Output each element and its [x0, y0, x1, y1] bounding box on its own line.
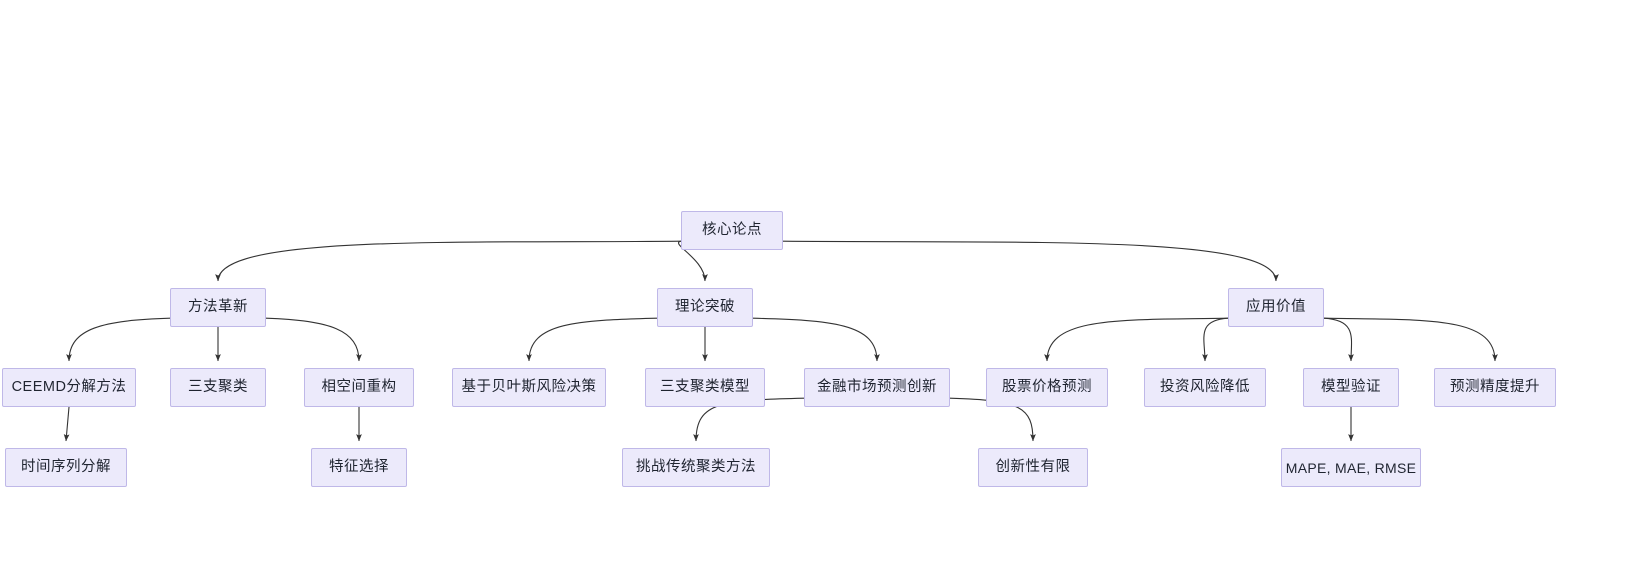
mindmap-node-d2[interactable]: 特征选择 — [311, 448, 407, 487]
mindmap-edge-b2-to-c4 — [526, 317, 658, 362]
mindmap-edge-b3-to-c7 — [1044, 317, 1229, 362]
mindmap-node-c1[interactable]: CEEMD分解方法 — [2, 368, 136, 407]
mindmap-edge-root-to-b1 — [215, 240, 682, 282]
mindmap-node-label: 模型验证 — [1321, 379, 1381, 396]
mindmap-node-b3[interactable]: 应用价值 — [1228, 288, 1324, 327]
mindmap-node-d5[interactable]: MAPE, MAE, RMSE — [1281, 448, 1421, 487]
mindmap-node-label: 理论突破 — [675, 299, 735, 316]
mindmap-node-label: 应用价值 — [1246, 299, 1306, 316]
mindmap-edge-b2-to-c6 — [752, 317, 880, 362]
mindmap-node-c3[interactable]: 相空间重构 — [304, 368, 414, 407]
mindmap-node-c4[interactable]: 基于贝叶斯风险决策 — [452, 368, 606, 407]
mindmap-node-label: 预测精度提升 — [1450, 379, 1540, 396]
mindmap-node-c7[interactable]: 股票价格预测 — [986, 368, 1108, 407]
edge-paths — [63, 240, 1498, 442]
mindmap-node-b1[interactable]: 方法革新 — [170, 288, 266, 327]
mindmap-node-c2[interactable]: 三支聚类 — [170, 368, 266, 407]
mindmap-edge-b1-to-c1 — [66, 317, 171, 362]
mindmap-edge-b3-to-c10 — [1323, 317, 1498, 362]
mindmap-node-label: 创新性有限 — [995, 459, 1071, 476]
mindmap-node-label: 方法革新 — [188, 299, 248, 316]
mindmap-node-label: 投资风险降低 — [1160, 379, 1250, 396]
mindmap-node-label: 金融市场预测创新 — [817, 379, 937, 396]
mindmap-node-d1[interactable]: 时间序列分解 — [5, 448, 127, 487]
mindmap-node-label: 时间序列分解 — [21, 459, 111, 476]
mindmap-edge-root-to-b3 — [782, 240, 1279, 282]
mindmap-edge-b3-to-c9 — [1323, 317, 1354, 362]
mindmap-node-b2[interactable]: 理论突破 — [657, 288, 753, 327]
mindmap-node-label: 基于贝叶斯风险决策 — [461, 379, 597, 396]
mindmap-node-c6[interactable]: 金融市场预测创新 — [804, 368, 950, 407]
mindmap-node-label: 股票价格预测 — [1002, 379, 1092, 396]
mindmap-edge-b3-to-c8 — [1202, 317, 1229, 362]
mindmap-node-c8[interactable]: 投资风险降低 — [1144, 368, 1266, 407]
mindmap-node-label: 三支聚类 — [188, 379, 248, 396]
mindmap-edge-b1-to-c3 — [265, 317, 362, 362]
mindmap-node-label: CEEMD分解方法 — [11, 379, 127, 396]
mindmap-node-root[interactable]: 核心论点 — [681, 211, 783, 250]
mindmap-node-label: 相空间重构 — [321, 379, 397, 396]
mindmap-node-d4[interactable]: 创新性有限 — [978, 448, 1088, 487]
mindmap-node-c5[interactable]: 三支聚类模型 — [645, 368, 765, 407]
mindmap-node-label: 三支聚类模型 — [660, 379, 750, 396]
mindmap-node-c9[interactable]: 模型验证 — [1303, 368, 1399, 407]
mindmap-node-label: 特征选择 — [329, 459, 389, 476]
mindmap-node-d3[interactable]: 挑战传统聚类方法 — [622, 448, 770, 487]
mindmap-edge-c1-to-d1 — [63, 406, 70, 442]
mindmap-node-label: MAPE, MAE, RMSE — [1285, 459, 1417, 476]
mindmap-node-c10[interactable]: 预测精度提升 — [1434, 368, 1556, 407]
mindmap-node-label: 挑战传统聚类方法 — [636, 459, 756, 476]
mindmap-node-label: 核心论点 — [702, 222, 762, 239]
